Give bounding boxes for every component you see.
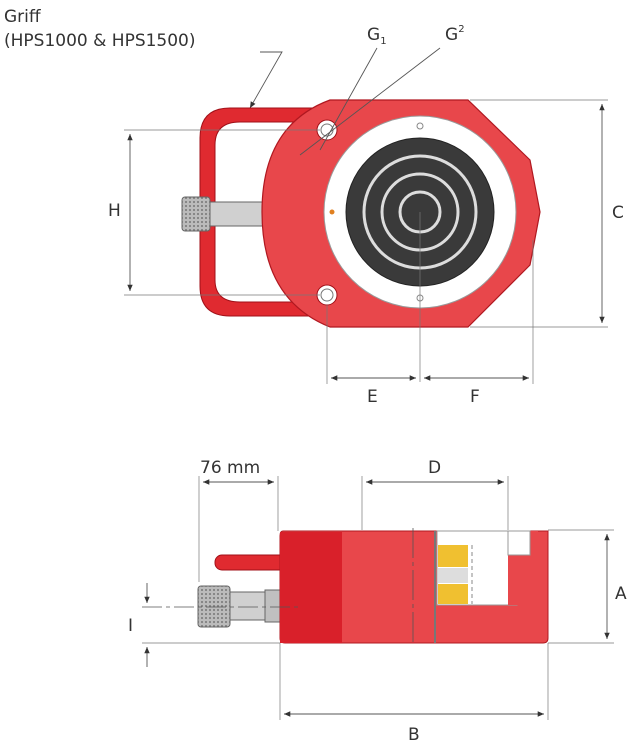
top-view xyxy=(181,99,541,382)
label-h: H xyxy=(108,201,121,221)
handle-title: Griff xyxy=(4,7,42,27)
g2-label: G2 xyxy=(445,24,465,45)
label-e: E xyxy=(367,387,378,407)
label-76mm: 76 mm xyxy=(200,458,260,478)
ring-hole-top xyxy=(416,122,424,130)
g1-label: G1 xyxy=(367,25,387,47)
label-b: B xyxy=(408,725,420,745)
port-dot xyxy=(329,209,335,215)
label-i: I xyxy=(128,616,133,636)
insert-top xyxy=(438,545,468,567)
ram-notch xyxy=(507,530,531,556)
coupler-knurl xyxy=(181,196,211,232)
coupler-knurl-side xyxy=(197,585,231,628)
body-dark-section xyxy=(280,532,342,643)
coupler-body xyxy=(209,201,266,227)
spring-gap xyxy=(438,568,468,583)
coupler-body-side xyxy=(229,591,271,621)
label-a: A xyxy=(615,584,627,604)
label-d: D xyxy=(428,458,441,478)
handle-models: (HPS1000 & HPS1500) xyxy=(4,31,196,51)
side-view xyxy=(142,528,549,645)
insert-bottom xyxy=(438,584,468,604)
coupler-nut-side xyxy=(264,589,281,623)
g2-leader xyxy=(299,47,441,156)
mount-hole-bottom-inner xyxy=(320,288,334,302)
handle-leader xyxy=(249,51,283,109)
label-c: C xyxy=(612,203,624,223)
label-f: F xyxy=(470,387,480,407)
